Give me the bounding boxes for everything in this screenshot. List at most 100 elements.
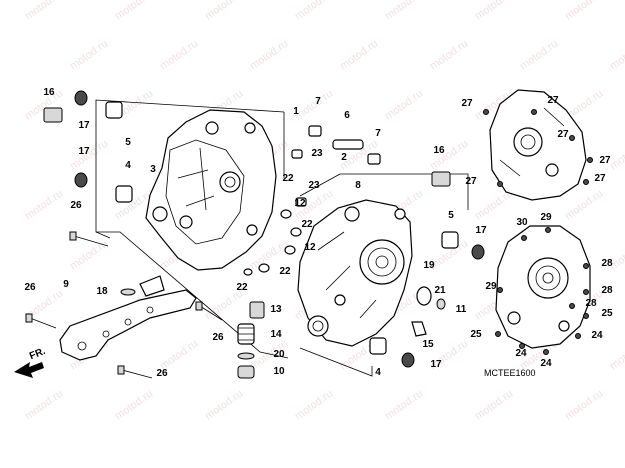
callout-c26b: 26 — [24, 282, 36, 293]
callout-c24b: 24 — [515, 348, 527, 359]
watermark-text: motod.ru — [203, 0, 245, 22]
callout-c23b: 23 — [308, 180, 320, 191]
group-brackets — [95, 99, 469, 377]
callout-c17d: 17 — [430, 359, 442, 370]
callout-c5b: 5 — [448, 210, 454, 221]
callout-c17a: 17 — [78, 120, 90, 131]
callout-c23a: 23 — [311, 148, 323, 159]
watermark-text: motod.ru — [608, 338, 625, 373]
watermark-text: motod.ru — [383, 88, 425, 123]
watermark-text: motod.ru — [68, 38, 110, 73]
watermark-text: motod.ru — [473, 0, 515, 22]
callout-c22c: 22 — [279, 266, 291, 277]
watermark-text: motod.ru — [23, 188, 65, 223]
watermark-text: motod.ru — [383, 388, 425, 423]
callout-c27f: 27 — [594, 173, 606, 184]
callout-c3: 3 — [150, 164, 156, 175]
engine-mount-bracket — [59, 275, 197, 361]
watermark-text: motod.ru — [383, 0, 425, 22]
watermark-text: motod.ru — [563, 388, 605, 423]
callout-c18: 18 — [96, 286, 108, 297]
callout-c29a: 29 — [540, 212, 552, 223]
cover-screws — [483, 109, 593, 355]
callout-c28a: 28 — [601, 258, 613, 269]
oil-filter-stack — [237, 301, 427, 379]
callout-c12a: 12 — [294, 198, 306, 209]
callout-c20: 20 — [273, 349, 285, 360]
callout-c19: 19 — [423, 260, 435, 271]
callout-c27e: 27 — [465, 176, 477, 187]
callout-c8: 8 — [355, 180, 361, 191]
callout-c25b: 25 — [470, 329, 482, 340]
callout-c14: 14 — [270, 329, 282, 340]
callout-c26a: 26 — [70, 200, 82, 211]
bolts — [25, 231, 223, 379]
callout-c21: 21 — [434, 285, 446, 296]
watermark-text: motod.ru — [23, 0, 65, 22]
callout-c22a: 22 — [282, 173, 294, 184]
watermark-text: motod.ru — [563, 0, 605, 22]
callout-c24a: 24 — [591, 330, 603, 341]
watermark-text: motod.ru — [293, 88, 335, 123]
callout-c16b: 16 — [433, 145, 445, 156]
diagram-code: MCTEE1600 — [484, 368, 536, 378]
dowel-pins — [243, 125, 381, 276]
callout-c6: 6 — [344, 110, 350, 121]
callout-c27a: 27 — [461, 98, 473, 109]
callout-c17c: 17 — [475, 225, 487, 236]
watermark-text: motod.ru — [158, 38, 200, 73]
watermark-text: motod.ru — [428, 38, 470, 73]
callout-c9: 9 — [63, 279, 69, 290]
callout-c26d: 26 — [156, 368, 168, 379]
watermark-text: motod.ru — [293, 0, 335, 22]
callout-c11: 11 — [456, 304, 467, 315]
callout-c1: 1 — [293, 106, 299, 117]
direction-label: FR. — [28, 346, 47, 362]
callout-c22d: 22 — [236, 282, 248, 293]
callout-c27c: 27 — [557, 129, 569, 140]
damper-part-18 — [120, 288, 136, 296]
callout-c25a: 25 — [601, 308, 613, 319]
callout-c13: 13 — [270, 304, 282, 315]
callout-c10: 10 — [273, 366, 285, 377]
watermark-text: motod.ru — [248, 38, 290, 73]
right-crankcase — [297, 199, 413, 347]
callout-c28c: 28 — [585, 298, 597, 309]
callout-c16a: 16 — [43, 87, 55, 98]
callout-c22b: 22 — [301, 219, 313, 230]
left-crankcase — [145, 109, 277, 271]
watermark-text: motod.ru — [473, 388, 515, 423]
watermark-text: motod.ru — [518, 38, 560, 73]
callout-c29b: 29 — [485, 281, 497, 292]
watermark-text: motod.ru — [338, 38, 380, 73]
callout-c27d: 27 — [599, 155, 611, 166]
callout-c30: 30 — [516, 217, 528, 228]
callout-c7b: 7 — [375, 128, 381, 139]
watermark-text: motod.ru — [608, 38, 625, 73]
callout-c26c: 26 — [212, 332, 224, 343]
watermark-text: motod.ru — [203, 388, 245, 423]
callout-c4a: 4 — [125, 160, 131, 171]
watermark-text: motod.ru — [23, 388, 65, 423]
watermark-text: motod.ru — [113, 388, 155, 423]
callout-c17b: 17 — [78, 146, 90, 157]
watermark-text: motod.ru — [113, 0, 155, 22]
watermark-text: motod.ru — [68, 238, 110, 273]
callout-c28b: 28 — [601, 285, 613, 296]
right-crankcase-cover — [489, 89, 587, 201]
front-direction-arrow: FR. — [14, 346, 47, 378]
left-crankcase-cover — [495, 225, 591, 349]
callout-c2: 2 — [341, 152, 347, 163]
watermark-text: motod.ru — [563, 188, 605, 223]
callout-c24c: 24 — [540, 358, 552, 369]
bearings — [43, 90, 485, 368]
callout-c12b: 12 — [304, 242, 316, 253]
watermark-text: motod.ru — [293, 388, 335, 423]
callout-c27b: 27 — [547, 95, 559, 106]
callout-c15: 15 — [422, 339, 434, 350]
callout-c5a: 5 — [125, 137, 131, 148]
callout-c7a: 7 — [315, 96, 321, 107]
